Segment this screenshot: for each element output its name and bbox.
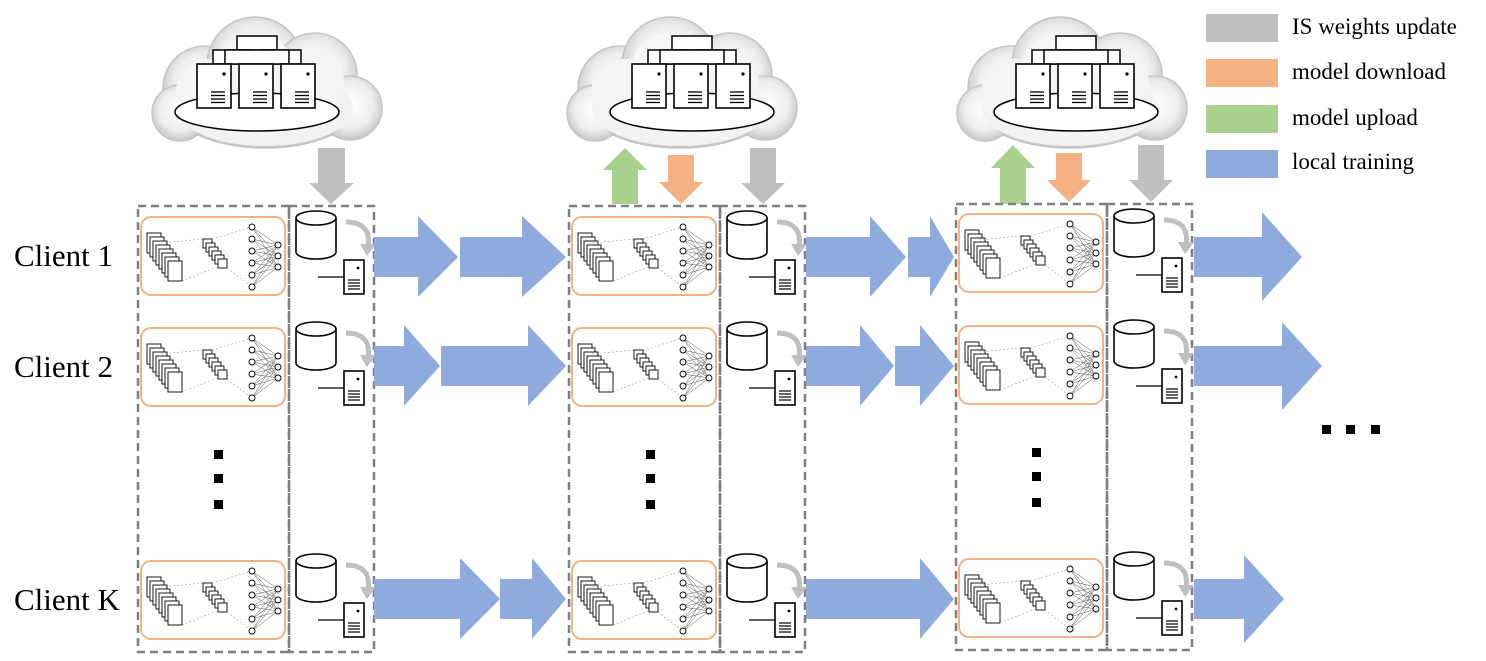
vertical-ellipsis-dot — [646, 500, 655, 509]
model-upload-arrow-3 — [991, 145, 1035, 204]
legend-swatch-is-weights-update — [1206, 14, 1278, 42]
vertical-ellipsis-dot — [214, 500, 223, 509]
vertical-ellipsis-dot — [1032, 472, 1041, 481]
model-upload-arrow-2 — [603, 148, 647, 204]
vertical-ellipsis-dot — [214, 474, 223, 483]
local-training-arrow — [908, 216, 954, 297]
client-label-k: Client K — [14, 582, 120, 617]
local-training-arrow — [441, 325, 566, 406]
cloud-server-3 — [956, 16, 1188, 149]
local-training-arrow — [1194, 322, 1322, 410]
vertical-ellipsis-dot — [646, 450, 655, 459]
local-training-arrow — [500, 558, 566, 639]
local-training-arrow — [806, 216, 906, 297]
client-label-1: Client 1 — [14, 238, 114, 273]
vertical-ellipsis-dot — [214, 450, 223, 459]
cloud-server-2 — [566, 16, 798, 149]
local-training-arrow — [806, 558, 954, 639]
model-download-arrow-3 — [1047, 153, 1091, 202]
legend-label-model-download: model download — [1292, 59, 1446, 84]
is-weights-update-arrow-1 — [309, 148, 354, 204]
is-weights-update-arrow-3 — [1129, 145, 1173, 202]
client-label-2: Client 2 — [14, 349, 114, 384]
legend-label-model-upload: model upload — [1292, 105, 1418, 130]
continuation-ellipsis — [1322, 425, 1380, 434]
legend-label-local-training: local training — [1292, 149, 1414, 174]
legend-swatch-model-download — [1206, 59, 1278, 87]
local-training-arrow — [374, 325, 440, 406]
client-group-1 — [136, 204, 376, 654]
vertical-ellipsis-dot — [1032, 498, 1041, 507]
legend-swatch-model-upload — [1206, 105, 1278, 133]
local-training-arrow — [374, 216, 458, 297]
cloud-server-1 — [151, 16, 383, 149]
client-group-2 — [567, 204, 807, 654]
vertical-ellipsis-dot — [1032, 448, 1041, 457]
model-download-arrow-2 — [659, 155, 703, 204]
local-training-arrow — [806, 325, 894, 406]
is-weights-update-arrow-2 — [741, 148, 785, 204]
vertical-ellipsis-dot — [646, 474, 655, 483]
client-group-3 — [954, 202, 1194, 652]
legend-label-is-weights-update: IS weights update — [1292, 14, 1457, 39]
legend-swatch-local-training — [1206, 150, 1278, 178]
local-training-arrow — [374, 558, 500, 639]
local-training-arrow — [895, 325, 954, 406]
local-training-arrow — [1194, 555, 1284, 643]
local-training-arrow — [1194, 212, 1302, 301]
local-training-arrow — [460, 216, 566, 297]
